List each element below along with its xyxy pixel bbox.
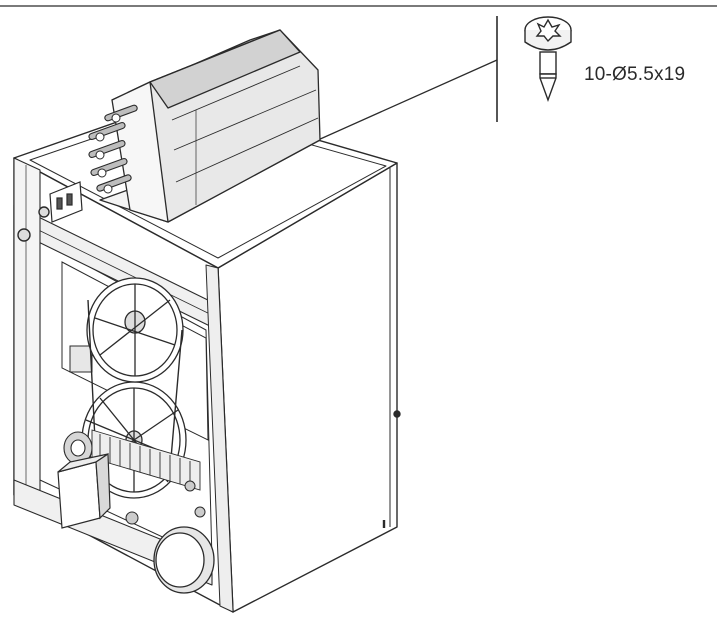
callout-leader-line (317, 59, 498, 141)
terminal-block (49, 181, 83, 223)
motor-pulley (86, 277, 184, 383)
screw-spec-label: 10-Ø5.5x19 (584, 64, 686, 85)
blower-motor (63, 431, 93, 465)
exhaust-duct (153, 526, 215, 594)
belt-tensioner (125, 480, 206, 525)
torx-screw-icon (524, 16, 572, 103)
control-box (57, 452, 111, 529)
heater-assembly (88, 29, 321, 223)
